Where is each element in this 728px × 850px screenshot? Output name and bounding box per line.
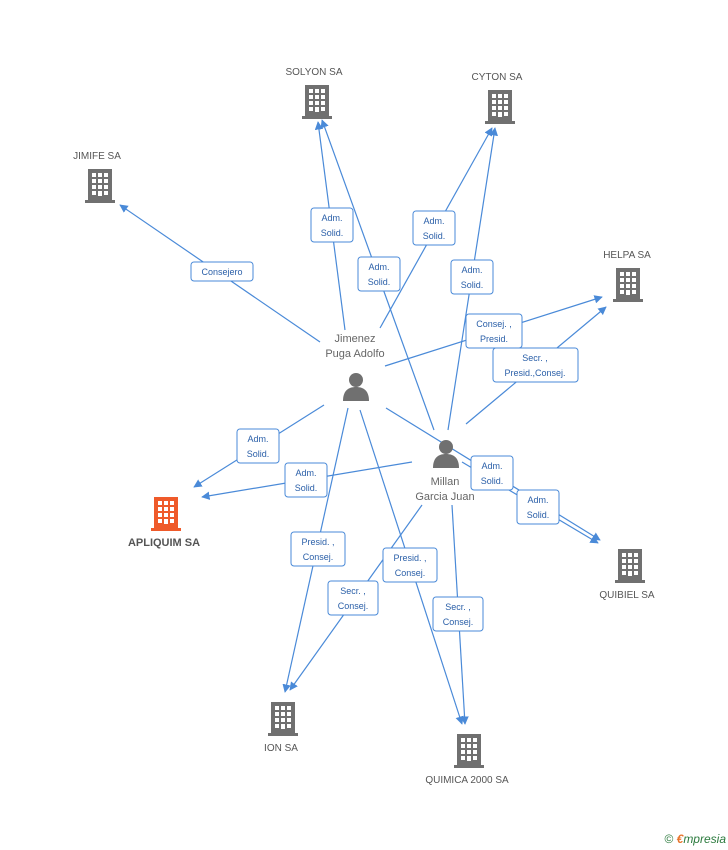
person-label-line2: Puga Adolfo [325, 348, 384, 360]
relation-label-r13[interactable]: Presid. , Consej. [382, 547, 438, 583]
relation-box [357, 256, 401, 292]
relation-box [310, 207, 354, 243]
relation-text: Consej. , [476, 319, 512, 329]
building-icon [85, 169, 115, 203]
company-node-solyon[interactable]: SOLYON SA [285, 67, 343, 119]
company-label: QUIMICA 2000 SA [425, 775, 509, 786]
relation-text: Adm. [481, 461, 502, 471]
relation-text: Consej. [395, 568, 426, 578]
company-node-quibiel[interactable]: QUIBIEL SA [599, 549, 655, 601]
relation-label-r4[interactable]: Adm. Solid. [450, 259, 494, 295]
person-label-line2: Garcia Juan [415, 491, 474, 503]
edges [119, 119, 607, 725]
relation-box [432, 596, 484, 632]
relation-box [470, 455, 514, 491]
relation-label-r9[interactable]: Adm. Solid. [284, 462, 328, 498]
building-icon [613, 268, 643, 302]
company-label: SOLYON SA [285, 67, 342, 78]
company-node-jimife[interactable]: JIMIFE SA [73, 151, 121, 203]
company-label: JIMIFE SA [73, 151, 121, 162]
company-node-helpa[interactable]: HELPA SA [603, 250, 651, 302]
relation-text: Consej. [443, 617, 474, 627]
relation-label-r3[interactable]: Adm. Solid. [357, 256, 401, 292]
relation-label-r12[interactable]: Presid. , Consej. [290, 531, 346, 567]
company-label: CYTON SA [472, 72, 523, 83]
relation-box [284, 462, 328, 498]
company-label: HELPA SA [603, 250, 651, 261]
building-icon [302, 85, 332, 119]
person-node-jimenez[interactable]: Jimenez Puga Adolfo [325, 333, 385, 401]
relation-text: Secr. , [445, 602, 471, 612]
relation-text: Solid. [527, 510, 550, 520]
relation-box [492, 347, 579, 383]
person-icon [343, 373, 369, 401]
relation-text: Consej. [303, 552, 334, 562]
relation-label-r11[interactable]: Adm. Solid. [516, 489, 560, 525]
relation-box [290, 531, 346, 567]
relation-text: Solid. [321, 228, 344, 238]
relation-box [382, 547, 438, 583]
relation-text: Adm. [461, 265, 482, 275]
brand-logo-initial: € [676, 832, 684, 846]
relation-text: Secr. , [522, 353, 548, 363]
relation-text: Presid. , [301, 537, 334, 547]
relation-box [516, 489, 560, 525]
relation-label-r1[interactable]: Adm. Solid. [310, 207, 354, 243]
relation-text: Adm. [423, 216, 444, 226]
relation-text: Secr. , [340, 586, 366, 596]
relation-box [412, 210, 456, 246]
company-node-ion[interactable]: ION SA [264, 702, 298, 754]
relation-text: Presid. [480, 334, 508, 344]
relation-label-r8[interactable]: Adm. Solid. [236, 428, 280, 464]
building-icon [485, 90, 515, 124]
building-icon [454, 734, 484, 768]
relation-text: Presid. , [393, 553, 426, 563]
copyright-symbol: © [664, 832, 674, 846]
relation-label-r5[interactable]: Consejero [190, 261, 254, 282]
company-label: QUIBIEL SA [599, 590, 655, 601]
relation-text: Solid. [247, 449, 270, 459]
person-label-line1: Jimenez [335, 333, 376, 345]
building-icon [268, 702, 298, 736]
company-node-apliquim[interactable]: APLIQUIM SA [128, 497, 200, 549]
relation-text: Adm. [321, 213, 342, 223]
relation-text: Solid. [481, 476, 504, 486]
relation-label-r10[interactable]: Adm. Solid. [470, 455, 514, 491]
person-icon [433, 440, 459, 468]
relation-label-r7[interactable]: Secr. , Presid.,Consej. [492, 347, 579, 383]
relation-text: Adm. [247, 434, 268, 444]
relation-label-r14[interactable]: Secr. , Consej. [327, 580, 379, 616]
relation-text: Solid. [461, 280, 484, 290]
relation-text: Solid. [295, 483, 318, 493]
relation-box [190, 261, 254, 282]
company-label: APLIQUIM SA [128, 537, 200, 549]
relation-label-r15[interactable]: Secr. , Consej. [432, 596, 484, 632]
relation-text: Consej. [338, 601, 369, 611]
building-icon [615, 549, 645, 583]
brand-footer[interactable]: © €mpresia [664, 832, 726, 846]
relation-text: Solid. [423, 231, 446, 241]
relation-text: Adm. [527, 495, 548, 505]
company-node-cyton[interactable]: CYTON SA [472, 72, 523, 124]
relation-text: Adm. [295, 468, 316, 478]
person-node-millan[interactable]: Millan Garcia Juan [415, 440, 475, 503]
relation-label-r2[interactable]: Adm. Solid. [412, 210, 456, 246]
relation-text: Presid.,Consej. [504, 368, 565, 378]
building-icon [151, 497, 181, 531]
relation-box [327, 580, 379, 616]
relation-label-r6[interactable]: Consej. , Presid. [465, 313, 523, 349]
company-label: ION SA [264, 743, 298, 754]
relation-box [236, 428, 280, 464]
brand-name: mpresia [683, 832, 726, 846]
person-label-line1: Millan [431, 476, 460, 488]
relation-text: Consejero [201, 267, 242, 277]
relation-text: Solid. [368, 277, 391, 287]
relation-text: Adm. [368, 262, 389, 272]
company-node-quimica[interactable]: QUIMICA 2000 SA [425, 734, 509, 786]
relation-box [450, 259, 494, 295]
